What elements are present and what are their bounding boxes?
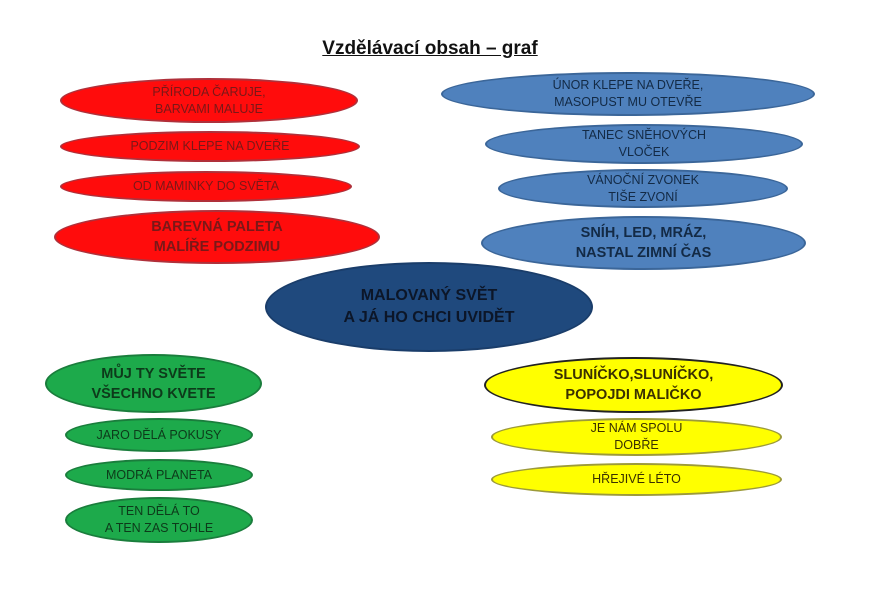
spring-topic-2: JARO DĚLÁ POKUSY [65, 418, 253, 452]
spring-main-topic: MŮJ TY SVĚTE VŠECHNO KVETE [45, 354, 262, 413]
autumn-topic-3: OD MAMINKY DO SVĚTA [60, 171, 352, 202]
winter-topic-2: TANEC SNĚHOVÝCH VLOČEK [485, 124, 803, 164]
autumn-topic-1: PŘÍRODA ČARUJE, BARVAMI MALUJE [60, 78, 358, 123]
diagram-title: Vzdělávací obsah – graf [322, 38, 538, 59]
winter-main-topic: SNÍH, LED, MRÁZ, NASTAL ZIMNÍ ČAS [481, 216, 806, 270]
spring-topic-3: MODRÁ PLANETA [65, 459, 253, 491]
autumn-main-topic: BAREVNÁ PALETA MALÍŘE PODZIMU [54, 210, 380, 264]
summer-topic-3: HŘEJIVÉ LÉTO [491, 463, 782, 496]
winter-topic-1: ÚNOR KLEPE NA DVEŘE, MASOPUST MU OTEVŘE [441, 72, 815, 116]
summer-topic-2: JE NÁM SPOLU DOBŘE [491, 418, 782, 456]
summer-main-topic: SLUNÍČKO,SLUNÍČKO, POPOJDI MALIČKO [484, 357, 783, 413]
winter-topic-3: VÁNOČNÍ ZVONEK TIŠE ZVONÍ [498, 169, 788, 208]
central-theme: MALOVANÝ SVĚT A JÁ HO CHCI UVIDĚT [265, 262, 593, 352]
spring-topic-4: TEN DĚLÁ TO A TEN ZAS TOHLE [65, 497, 253, 543]
autumn-topic-2: PODZIM KLEPE NA DVEŘE [60, 131, 360, 162]
